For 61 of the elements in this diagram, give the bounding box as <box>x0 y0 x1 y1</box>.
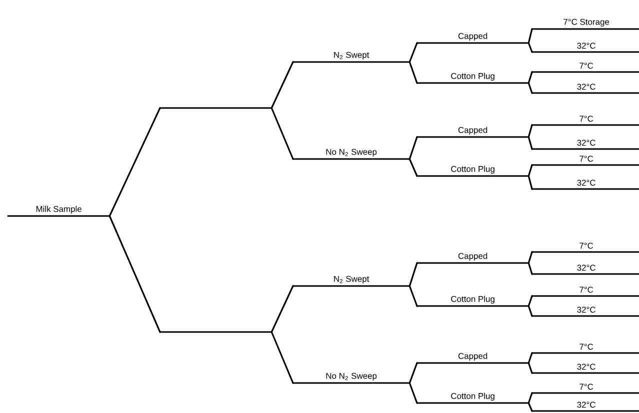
branch-connector <box>270 107 294 160</box>
branch-connector <box>528 175 533 190</box>
branch-connector <box>528 362 533 374</box>
branch-label: Capped <box>416 252 530 264</box>
branch-connector <box>528 42 533 53</box>
branch-label: 32°C <box>531 306 639 317</box>
branch-label: 7°C <box>531 242 639 253</box>
branch-label: Capped <box>416 32 530 44</box>
branch-label: Cotton Plug <box>416 296 530 307</box>
branch-label: 7°C <box>531 116 639 126</box>
branch-label: N$_{2}$ Swept <box>292 276 410 287</box>
branch-label: 32°C <box>531 364 639 374</box>
branch-label: 32°C <box>531 264 639 275</box>
branch-connector <box>528 402 533 412</box>
branch-connector <box>528 392 533 404</box>
branch-connector <box>528 28 533 44</box>
branch-label: 32°C <box>531 42 639 53</box>
branch-label: 32°C <box>531 140 639 150</box>
branch-connector <box>108 215 161 333</box>
branch-connector <box>270 285 294 333</box>
branch-label: Milk Sample <box>7 206 110 217</box>
branch-label: 32°C <box>531 402 639 412</box>
branch-label: N$_{2}$ Swept <box>292 52 410 63</box>
branch-connector <box>408 382 418 404</box>
branch-connector <box>408 285 418 307</box>
branch-label: Capped <box>416 352 530 364</box>
branch-connector <box>528 136 533 150</box>
branch-label: No N$_{2}$ Sweep <box>292 148 410 160</box>
branch-label: Capped <box>416 126 530 138</box>
branch-connector <box>408 158 418 177</box>
branch-connector <box>408 61 418 84</box>
branch-connector <box>408 136 418 160</box>
branch-connector <box>528 82 533 94</box>
branch-label: 32°C <box>531 84 639 94</box>
branch-line <box>159 107 272 109</box>
branch-connector <box>528 164 533 177</box>
branch-line <box>159 331 272 333</box>
branch-label: Cotton Plug <box>416 72 530 84</box>
branch-connector <box>528 295 533 307</box>
branch-label: No N$_{2}$ Sweep <box>292 372 410 384</box>
branch-label: 7°C <box>531 156 639 166</box>
branch-connector <box>528 305 533 317</box>
branch-label: Cotton Plug <box>416 392 530 404</box>
branch-label: 7°C <box>531 286 639 297</box>
branch-connector <box>528 124 533 138</box>
branch-connector <box>528 262 533 275</box>
branch-label: 32°C <box>531 180 639 190</box>
branch-label: Cotton Plug <box>416 166 530 177</box>
branch-connector <box>528 352 533 364</box>
branch-label: 7°C Storage <box>531 18 639 30</box>
branch-connector <box>408 42 418 63</box>
branch-connector <box>108 107 161 217</box>
branch-connector <box>408 262 418 287</box>
branch-connector <box>270 331 294 384</box>
branch-connector <box>408 362 418 384</box>
branch-label: 7°C <box>531 62 639 73</box>
branch-label: 7°C <box>531 344 639 354</box>
branch-label: 7°C <box>531 384 639 394</box>
branch-connector <box>528 71 533 84</box>
branch-connector <box>270 61 294 109</box>
branch-connector <box>528 251 533 264</box>
